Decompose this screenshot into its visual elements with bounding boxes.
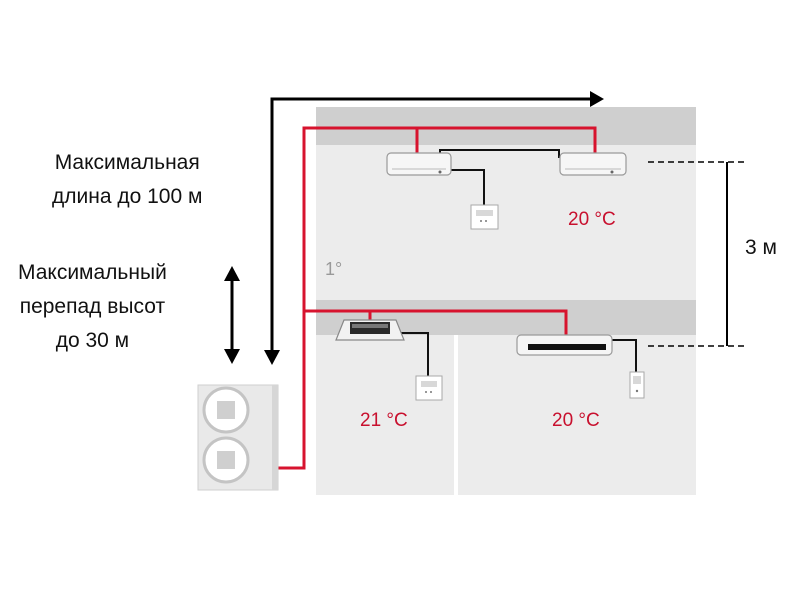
three-meter-dimension [648,161,745,347]
thermostat-icon [415,375,443,401]
lower-left-room [316,335,454,495]
three-meter-label: 3 м [745,236,777,259]
max-length-arrow [264,91,604,365]
floor-marker: 1° [325,259,343,279]
thermostat-icon [629,371,645,399]
upper-room [316,145,696,300]
lower-left-temperature: 21 °C [360,410,408,431]
lower-right-room [458,335,696,495]
ducted-unit-icon [516,334,613,356]
upper-room-temperature: 20 °C [568,209,616,230]
ceiling-cassette-icon [335,319,405,341]
height-difference-arrow [224,266,240,364]
wall-mounted-ac-icon [559,152,627,176]
upper-ceiling-slab [316,107,696,145]
thermostat-icon [470,204,499,230]
max-length-label: Максимальная длина до 100 м [52,151,203,208]
lower-right-temperature: 20 °C [552,410,600,431]
max-height-label: Максимальный перепад высот до 30 м [18,261,167,352]
refrigerant-pipes [277,126,597,470]
wall-mounted-ac-icon [386,152,452,176]
outdoor-unit-icon [197,384,279,491]
